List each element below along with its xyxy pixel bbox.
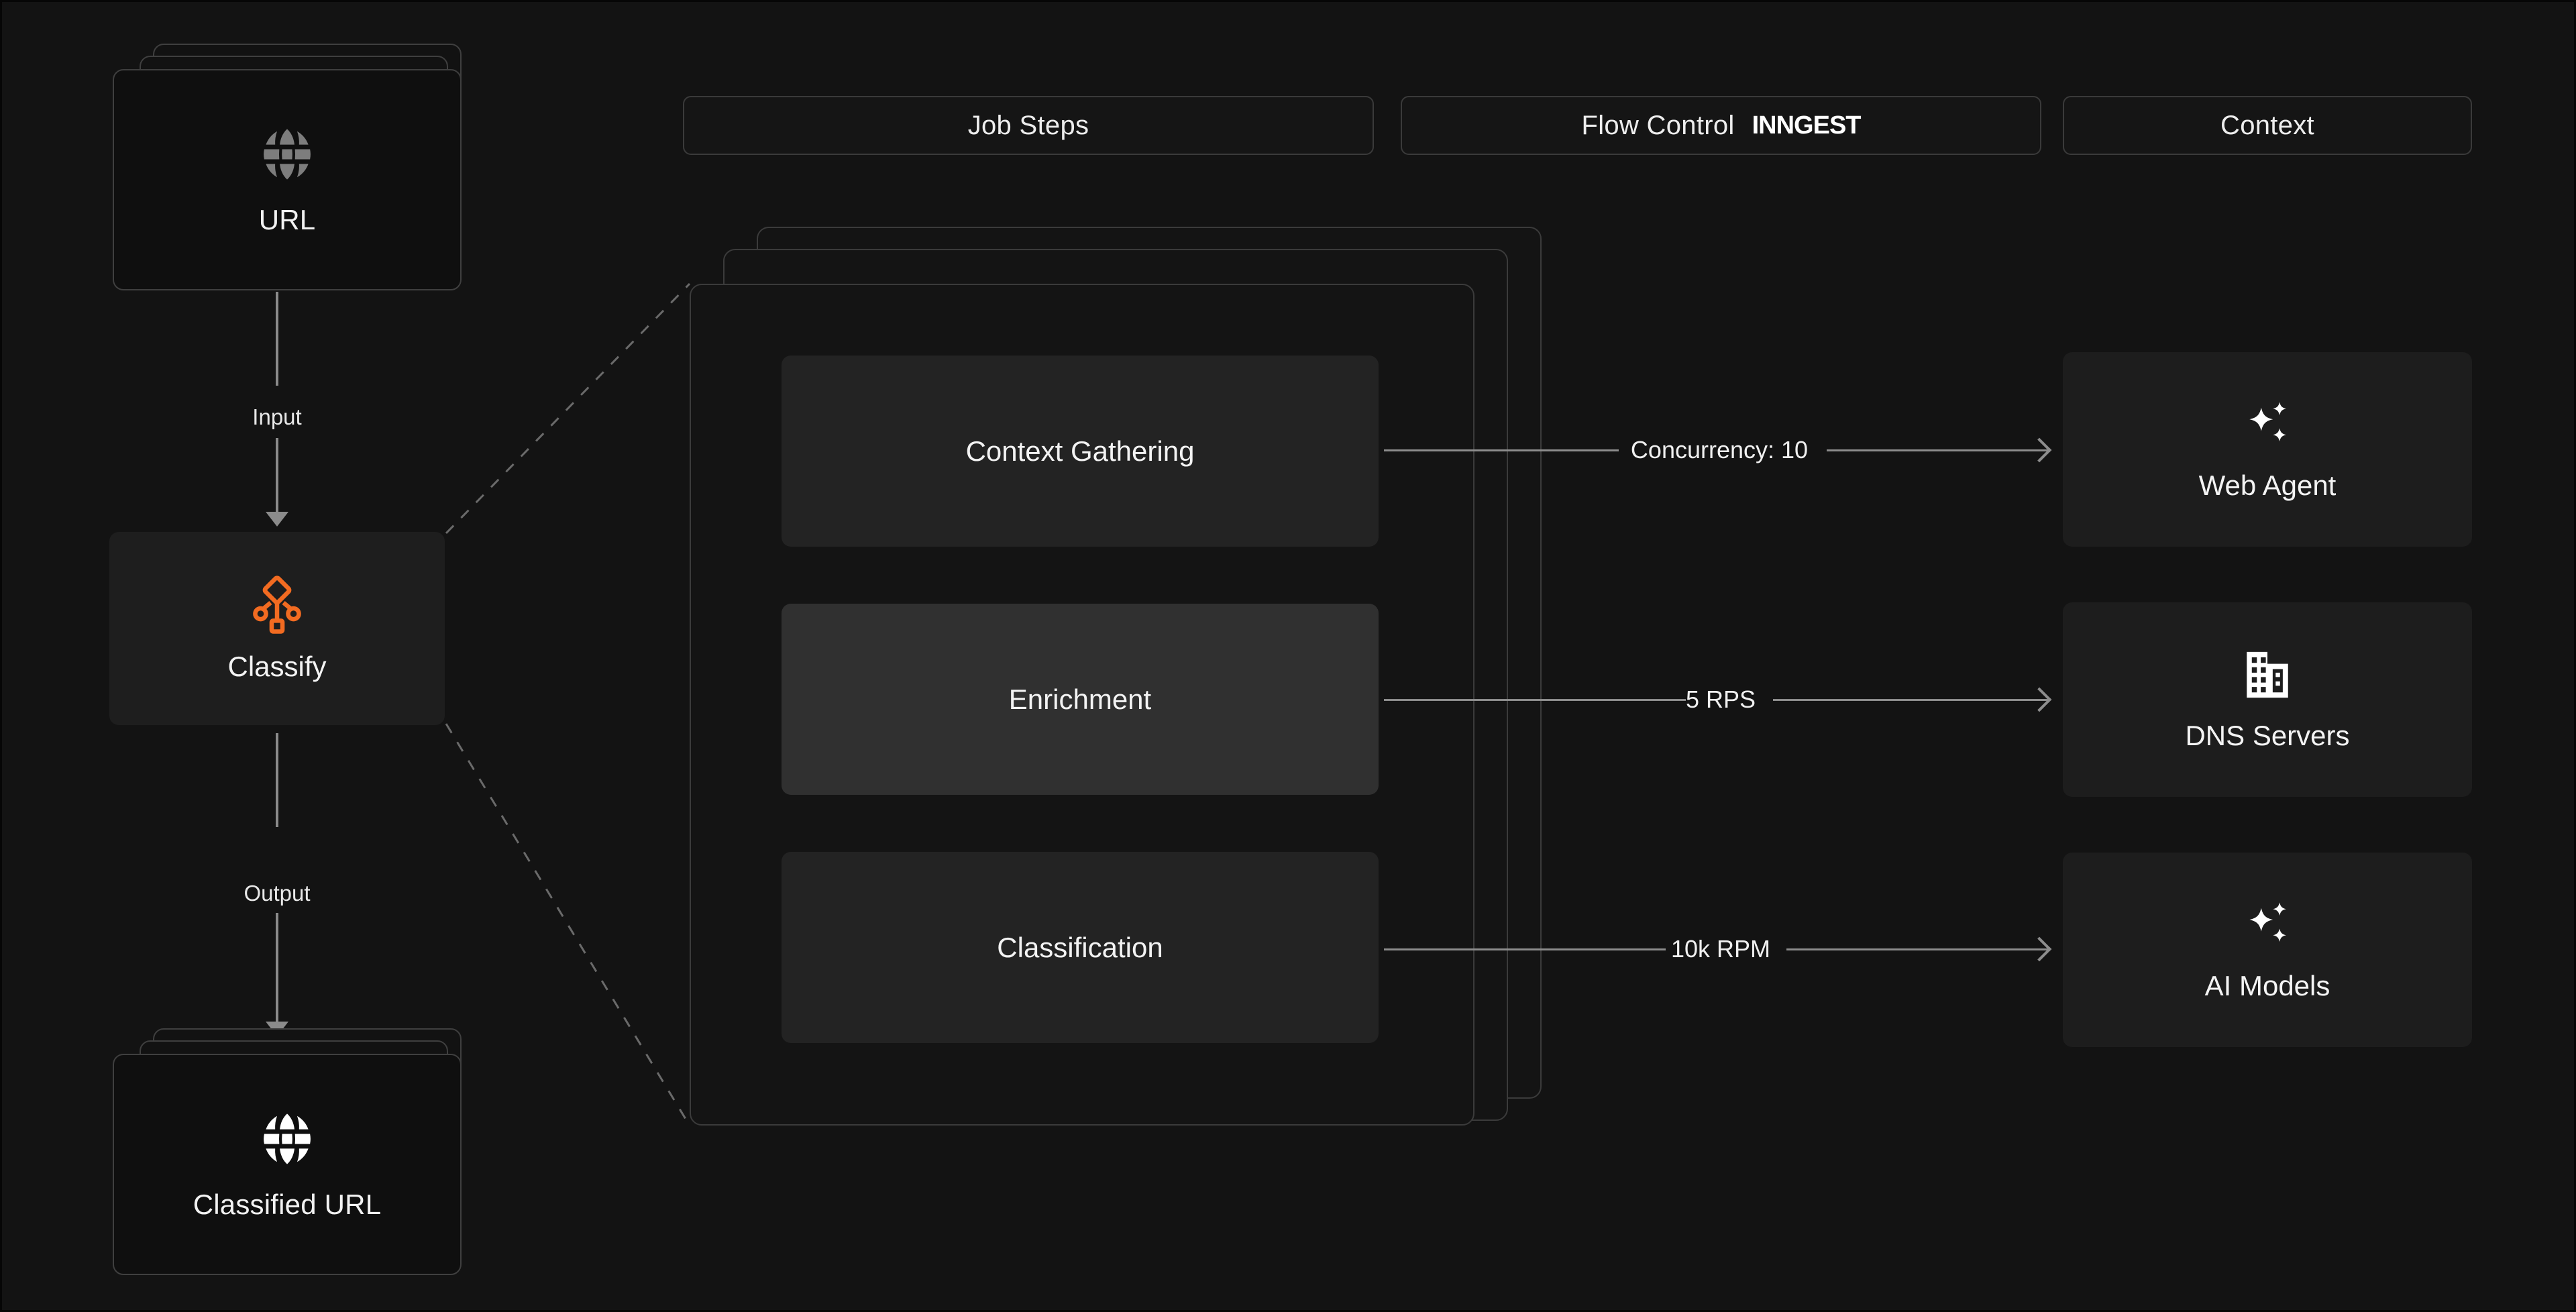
input-url-card[interactable]: URL: [113, 69, 462, 290]
sparkles-icon: [2249, 902, 2286, 942]
input-url-label: URL: [258, 204, 316, 235]
tab-flow-control-label: Flow Control: [1581, 110, 1735, 140]
flow-connector-line: [1384, 699, 1686, 701]
classify-node-label: Classify: [227, 651, 327, 682]
job-step-card[interactable]: Enrichment: [782, 604, 1379, 795]
output-edge-label: Output: [244, 881, 311, 906]
flow-connector-line: [1384, 948, 1666, 950]
flow-connector-arrowhead: [2027, 936, 2052, 962]
flow-connector-label: 10k RPM: [1670, 935, 1771, 963]
input-edge-arrowhead: [266, 512, 288, 527]
flow-connector-arrowhead: [2027, 437, 2052, 463]
input-edge-label: Input: [252, 404, 302, 429]
context-card-web-agent[interactable]: Web Agent: [2063, 352, 2472, 547]
job-steps-panel-front[interactable]: Context Gathering Enrichment Classificat…: [690, 284, 1474, 1126]
flow-connector-label: Concurrency: 10: [1630, 436, 1809, 463]
job-step-label: Context Gathering: [965, 435, 1195, 467]
flow-connector-line: [1773, 699, 2048, 701]
tab-flow-control[interactable]: Flow Control INNGEST: [1401, 96, 2041, 155]
inngest-logo: INNGEST: [1752, 111, 1862, 140]
flow-connector-label: 5 RPS: [1685, 686, 1756, 713]
tab-context-label: Context: [2220, 110, 2314, 140]
classify-node[interactable]: Classify: [109, 532, 445, 725]
job-step-label: Classification: [997, 931, 1163, 963]
output-url-card[interactable]: Classified URL: [113, 1054, 462, 1275]
tab-job-steps-label: Job Steps: [967, 110, 1089, 140]
tab-job-steps[interactable]: Job Steps: [683, 96, 1374, 155]
context-card-dns-servers[interactable]: DNS Servers: [2063, 602, 2472, 797]
context-card-label: AI Models: [2204, 970, 2330, 1001]
flow-connector-line: [1827, 449, 2048, 451]
job-step-card[interactable]: Context Gathering: [782, 356, 1379, 547]
context-card-label: DNS Servers: [2185, 720, 2350, 751]
globe-icon: [264, 129, 311, 180]
tab-context[interactable]: Context: [2063, 96, 2472, 155]
flow-connector-line: [1384, 449, 1619, 451]
context-card-ai-models[interactable]: AI Models: [2063, 853, 2472, 1047]
input-edge-line-upper: [276, 292, 278, 386]
building-icon: [2247, 651, 2288, 698]
context-card-label: Web Agent: [2198, 470, 2337, 501]
flow-connector-line: [1786, 948, 2048, 950]
sparkles-icon: [2249, 402, 2286, 442]
output-url-label: Classified URL: [193, 1189, 382, 1220]
output-edge-line-upper: [276, 733, 278, 827]
job-step-card[interactable]: Classification: [782, 852, 1379, 1043]
job-step-label: Enrichment: [1008, 683, 1152, 715]
input-edge-line-lower: [276, 438, 278, 516]
globe-icon: [264, 1113, 311, 1164]
flow-connector-arrowhead: [2027, 687, 2052, 712]
classify-workflow-icon: [253, 576, 301, 634]
output-edge-line-lower: [276, 913, 278, 1026]
